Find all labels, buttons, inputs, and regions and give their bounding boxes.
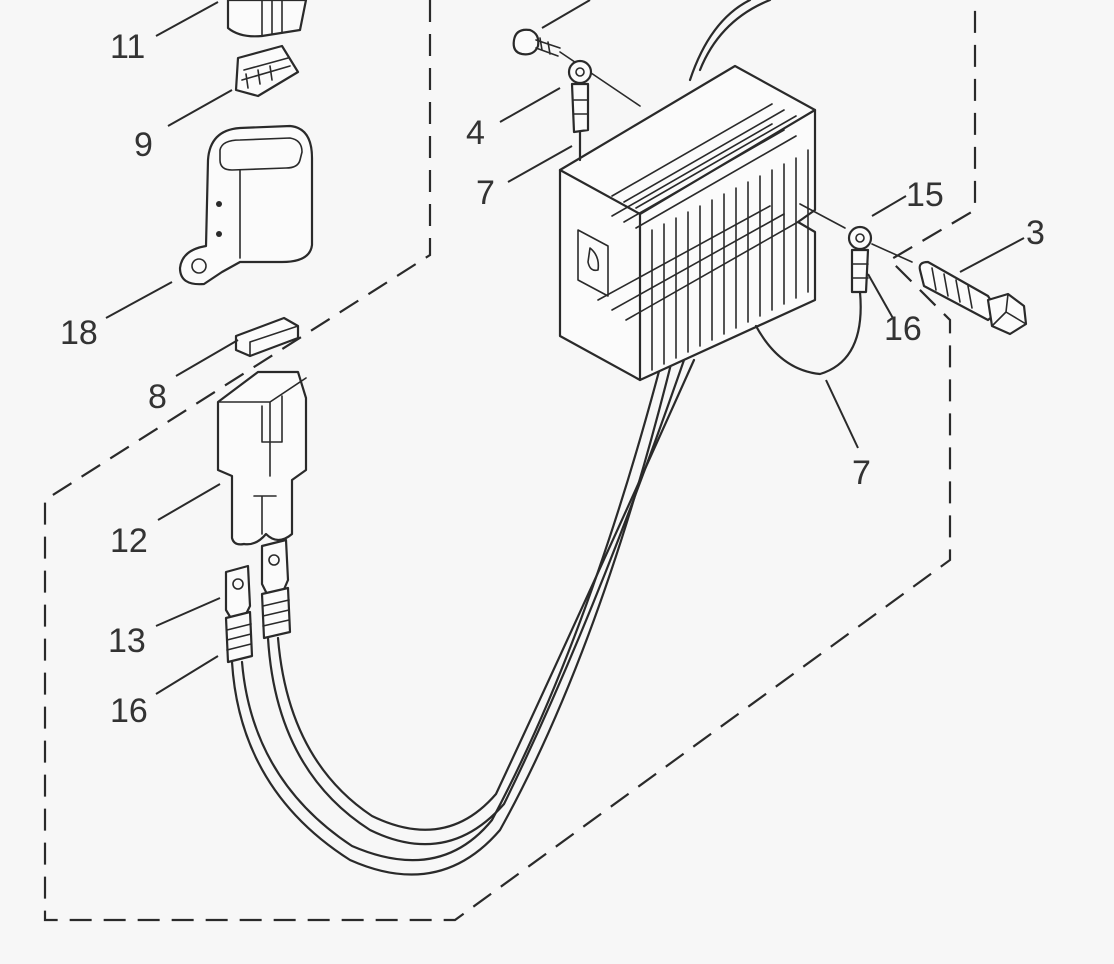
part-8-plug <box>234 316 300 358</box>
leader-lines <box>105 0 1025 695</box>
callout-4: 4 <box>466 114 485 152</box>
callout-16-left: 16 <box>110 692 148 730</box>
callout-18: 18 <box>60 314 98 352</box>
assembly-boundary <box>43 0 977 922</box>
part-9-clip <box>234 44 300 98</box>
part-3-bolt <box>918 260 1028 336</box>
callout-16-right: 16 <box>884 310 922 348</box>
callout-8: 8 <box>148 378 167 416</box>
part-screw-top <box>512 28 641 107</box>
callout-15: 15 <box>906 176 944 214</box>
callout-13: 13 <box>108 622 146 660</box>
part-15-ring-terminal <box>754 203 913 376</box>
callout-11: 11 <box>110 28 145 66</box>
part-12-housing <box>216 370 308 546</box>
callout-7-bottom: 7 <box>852 454 871 492</box>
part-16-sleeves <box>224 586 292 664</box>
part-18-boot <box>178 124 314 286</box>
callout-3: 3 <box>1026 214 1045 252</box>
wire-harness <box>230 0 772 876</box>
part-11-connector <box>226 0 308 38</box>
callout-12: 12 <box>110 522 148 560</box>
part-regulator <box>558 64 817 382</box>
callout-9: 9 <box>134 126 153 164</box>
part-4-ring-terminal <box>567 59 593 162</box>
callout-7-top: 7 <box>476 174 495 212</box>
